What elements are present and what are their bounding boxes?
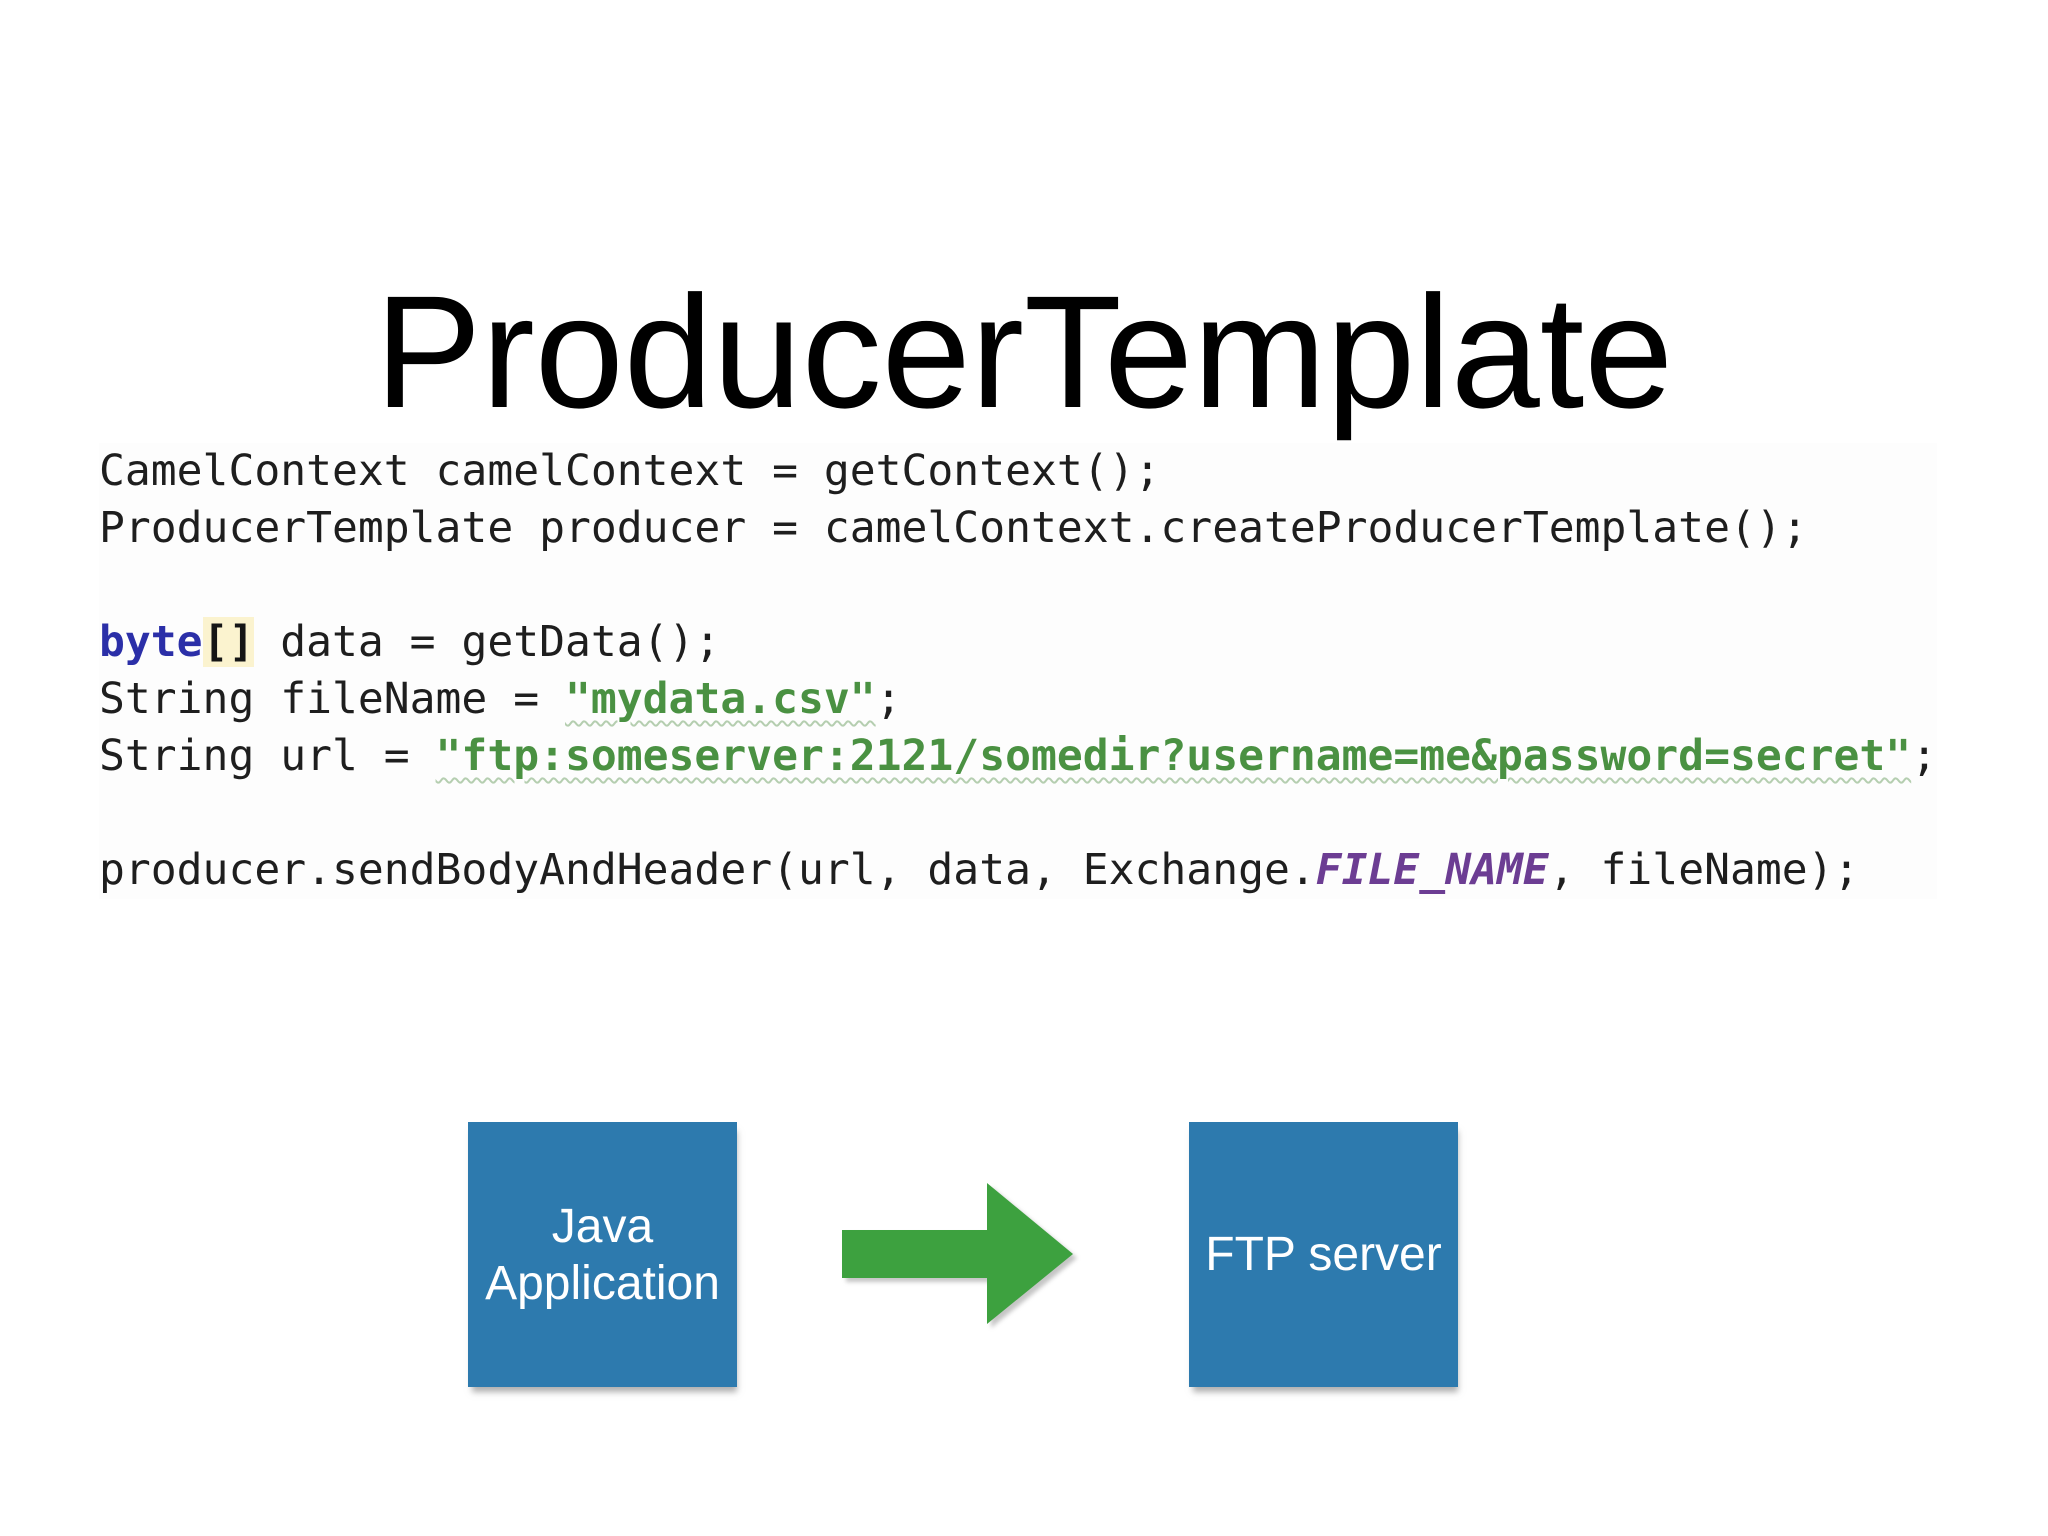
code-token-plain: ; [875,674,902,724]
arrow-right-shape [842,1183,1073,1324]
code-token-plain: CamelContext camelContext = getContext()… [99,446,1161,496]
code-token-plain: ; [1911,731,1938,781]
code-line: String fileName = "mydata.csv"; [99,671,1937,728]
code-line: byte[] data = getData(); [99,614,1937,671]
java-application-box: Java Application [468,1122,737,1387]
code-line: CamelContext camelContext = getContext()… [99,443,1937,500]
code-line: ProducerTemplate producer = camelContext… [99,500,1937,557]
code-token-bracket: [] [202,617,255,667]
code-token-plain: String url = [99,731,436,781]
code-line: producer.sendBodyAndHeader(url, data, Ex… [99,842,1937,899]
code-token-plain: ProducerTemplate producer = camelContext… [99,503,1808,553]
code-token-plain: producer.sendBodyAndHeader(url, data, Ex… [99,845,1316,895]
code-token-plain: String fileName = [99,674,565,724]
ftp-server-label: FTP server [1205,1228,1442,1281]
code-token-plain: data = getData(); [254,617,721,667]
code-token-plain: , fileName); [1548,845,1860,895]
java-application-label: Java Application [485,1199,720,1310]
slide-title: ProducerTemplate [374,262,1674,442]
code-token-string: "ftp:someserver:2121/somedir?username=me… [435,731,1912,781]
code-token-string: "mydata.csv" [565,674,876,724]
arrow-right-icon [842,1183,1077,1328]
code-token-keyword: byte [99,617,203,667]
code-token-field: FILE_NAME [1315,845,1549,895]
code-snippet: CamelContext camelContext = getContext()… [99,443,1938,899]
ftp-server-box: FTP server [1189,1122,1458,1387]
code-line: String url = "ftp:someserver:2121/somedi… [99,728,1937,785]
